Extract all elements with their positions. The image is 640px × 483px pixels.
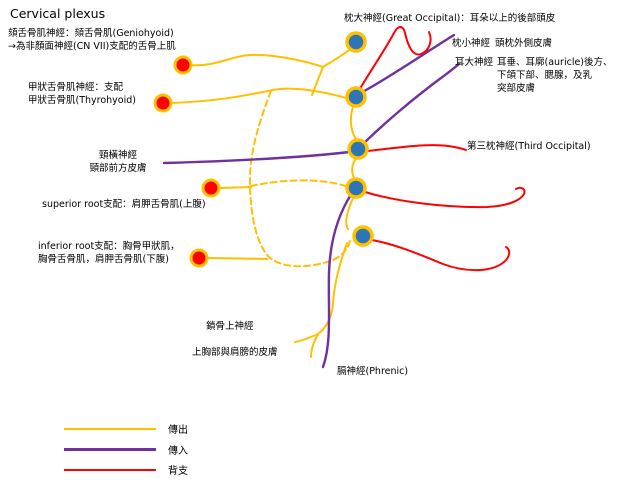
- label-phrenic: 膈神經(Phrenic): [337, 366, 409, 377]
- infrahyoid-muscle-node: [189, 248, 209, 268]
- legend-row-afferent: 傳入: [64, 442, 188, 457]
- omohyoid-superior-muscle-node: [201, 178, 221, 198]
- legend-dorsal-line: [64, 468, 156, 471]
- ansa-cervicalis-dashed-loop: [248, 90, 351, 268]
- label-lesser-occipital: 枕小神經 頭枕外側皮膚: [452, 37, 552, 50]
- transverse-cervical-nerve-line: [162, 149, 359, 165]
- lesser-occipital-name: 枕小神經: [452, 38, 491, 49]
- label-supraclavicular: 鎖骨上神經: [206, 321, 254, 332]
- thyrohyoid-muscle-node: [153, 93, 173, 113]
- legend-efferent-line: [64, 427, 156, 430]
- supraclavicular-branch-a: [294, 333, 319, 343]
- omohyoid-superior-connector: [219, 186, 252, 189]
- thyrohyoid-nerve-line: [170, 87, 351, 104]
- legend-efferent-label: 傳出: [168, 425, 188, 436]
- c4-c5-trunk-line: [345, 195, 355, 230]
- label-supraclavicular-skin: 上胸部與肩膀的皮膚: [192, 347, 278, 358]
- c4-dorsal-branch-line: [364, 186, 526, 209]
- c5-root-node: [352, 225, 374, 247]
- c5-dorsal-branch-line: [371, 239, 511, 272]
- ansa-to-c4-dashed-line: [250, 179, 347, 187]
- c2-root-node: [345, 86, 367, 108]
- legend-afferent-label: 傳入: [168, 446, 188, 457]
- great-occipital-nerve-line: [360, 26, 432, 88]
- lesser-occipital-nerve-line: [355, 33, 456, 97]
- descending-trunk-line: [317, 242, 348, 335]
- c1-junction-line: [311, 66, 324, 96]
- label-great-occipital: 枕大神經(Great Occipital)：耳朵以上的後部頭皮: [344, 13, 556, 24]
- c3-root-node: [347, 138, 369, 160]
- phrenic-nerve-line: [321, 191, 354, 369]
- legend-row-efferent: 傳出: [64, 421, 188, 436]
- third-occipital-nerve-line: [366, 144, 467, 152]
- geniohyoid-nerve-line: [190, 46, 354, 68]
- label-geniohyoid: 頦舌骨肌神經：頦舌骨肌(Geniohyoid) →為非顏面神經(CN VII)支…: [8, 28, 176, 52]
- lesser-occipital-skin: 頭枕外側皮膚: [495, 38, 553, 49]
- label-thyrohyoid: 甲狀舌骨肌神經：支配 甲狀舌骨肌(Thyrohyoid): [28, 82, 136, 106]
- c2-c3-trunk-line: [349, 103, 358, 142]
- label-great-auricular-skin: 耳垂、耳廓(auricle)後方、 下頜下部、腮腺，及乳 突部皮膚: [497, 57, 613, 94]
- label-transverse-cervical: 頸橫神經 頸部前方皮膚: [89, 150, 147, 174]
- great-auricular-nerve-line: [358, 62, 461, 149]
- label-superior-root: superior root支配：肩胛舌骨肌(上腹): [42, 199, 206, 210]
- c1-root-node: [345, 31, 367, 53]
- c4-root-node: [345, 177, 367, 199]
- legend-afferent-line: [64, 448, 156, 451]
- label-inferior-root: inferior root支配：胸骨甲狀肌， 胸骨舌骨肌，肩胛舌骨肌(下腹): [38, 241, 180, 265]
- page-title: Cervical plexus: [10, 6, 106, 21]
- label-great-auricular-name: 耳大神經: [455, 57, 494, 68]
- supraclavicular-branch-b: [310, 333, 319, 358]
- c3-c4-trunk-line: [351, 156, 358, 181]
- geniohyoid-muscle-node: [173, 55, 193, 75]
- legend-row-dorsal: 背支: [64, 462, 188, 477]
- legend-dorsal-label: 背支: [168, 466, 188, 477]
- inferior-root-connector: [207, 257, 268, 260]
- label-third-occipital: 第三枕神經(Third Occipital): [467, 141, 591, 152]
